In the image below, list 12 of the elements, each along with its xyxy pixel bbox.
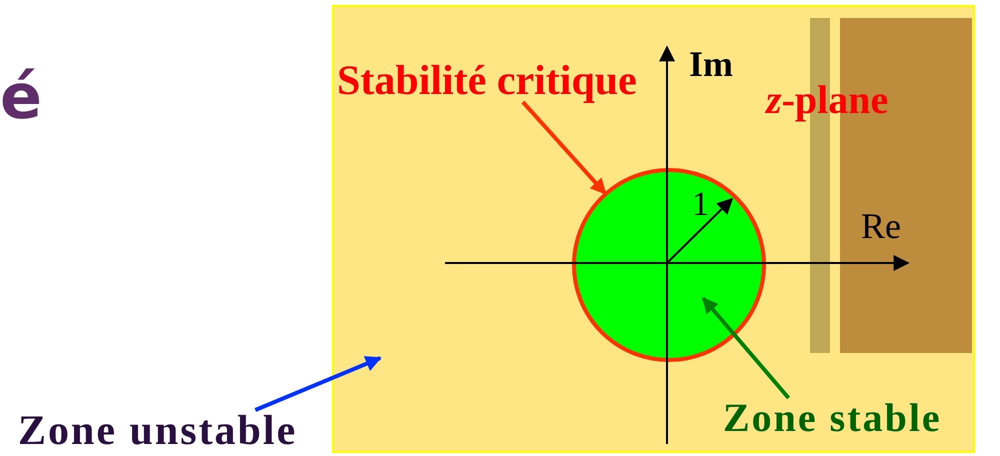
- callout-label: Zone unstable: [18, 410, 298, 452]
- axis-label: Im: [689, 46, 733, 82]
- radius-label: 1: [692, 188, 709, 222]
- axis-label: Re: [861, 208, 901, 244]
- leader-arrow: [254, 356, 382, 412]
- callout-label: Stabilité critique: [337, 60, 637, 102]
- plane-background: [332, 5, 975, 453]
- leader-arrow: [702, 296, 790, 400]
- leader-arrow: [521, 100, 607, 195]
- callout-label: Zone stable: [723, 398, 942, 438]
- title-fragment: é: [0, 66, 42, 128]
- plane-label: z-plane: [766, 80, 888, 120]
